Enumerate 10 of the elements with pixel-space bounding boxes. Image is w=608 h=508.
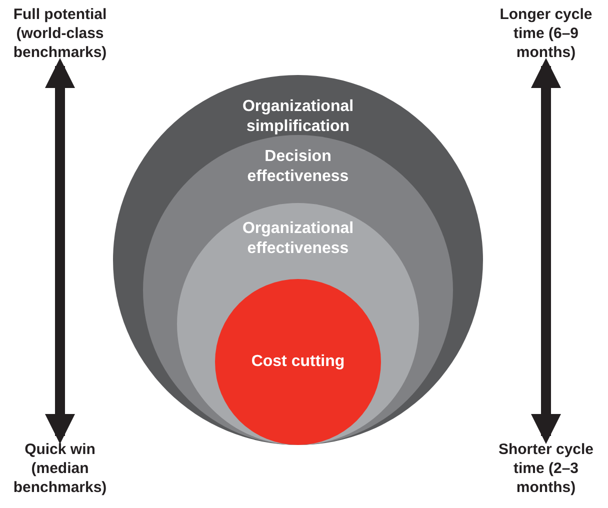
circle-label: Decision effectiveness <box>246 147 350 187</box>
circle-label: Organizational effectiveness <box>241 219 355 259</box>
circle-label: Cost cutting <box>250 352 346 372</box>
double-arrow <box>45 58 75 444</box>
double-arrow <box>531 58 561 444</box>
side-label: Quick win (median benchmarks) <box>12 440 108 497</box>
side-label: Shorter cycle time (2–3 months) <box>497 440 595 497</box>
circle-label: Organizational simplification <box>241 97 355 137</box>
side-label: Longer cycle time (6–9 months) <box>498 5 594 62</box>
side-label: Full potential (world-class benchmarks) <box>12 5 108 62</box>
